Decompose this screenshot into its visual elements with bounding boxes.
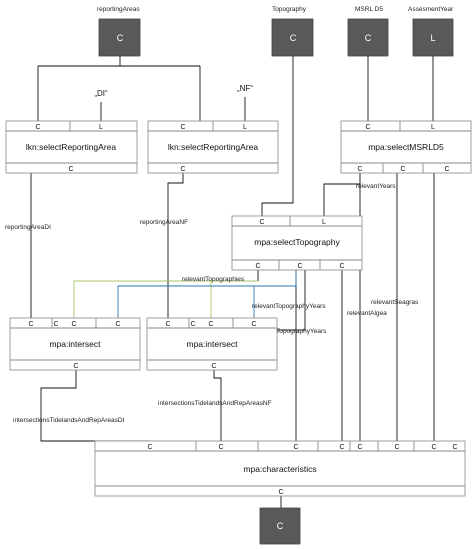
source-msrl-d5-port: C [365, 33, 372, 43]
port-in-c-8[interactable]: C [452, 444, 457, 451]
port-in-c-3[interactable]: C [293, 444, 298, 451]
constant-nf: „NF“ [237, 84, 253, 93]
port-in-c[interactable]: C [35, 124, 40, 131]
source-topography[interactable]: Topography C [271, 6, 314, 57]
node-intersect-nf[interactable]: C C C C mpa:intersect C [146, 317, 278, 371]
port-in-c-5[interactable]: C [357, 444, 362, 451]
node-title: mpa:selectTopography [254, 237, 340, 247]
port-in-c-6[interactable]: C [394, 444, 399, 451]
relevant-topographies-line [73, 280, 258, 318]
edge-label-relevant-topography-years: relevantTopographyYears [252, 303, 326, 310]
port-in-c-1[interactable]: C [165, 321, 170, 328]
port-in-c[interactable]: C [365, 124, 370, 131]
port-out-c[interactable]: C [211, 363, 216, 370]
source-assesment-year-label: AssesmentYear [408, 6, 454, 13]
edge-label-relevant-years: relevantYears [356, 183, 396, 190]
edge-label-existing-topography-years: existingTopographyYears [254, 328, 327, 335]
edge-label-intersections-nf: intersectionsTidelandsAndRepAreasNF [158, 400, 272, 407]
port-in-l[interactable]: L [99, 124, 103, 131]
edge-label-reporting-area-nf: reportingAreaNF [140, 219, 188, 226]
node-title: mpa:selectMSRLD5 [368, 142, 444, 152]
node-select-reporting-area-di[interactable]: C L lkn:selectReportingArea C [5, 120, 138, 174]
port-out-c[interactable]: C [278, 489, 283, 496]
node-title: mpa:characteristics [243, 464, 316, 474]
node-intersect-di[interactable]: C C C C mpa:intersect C [9, 317, 141, 371]
edge-label-reporting-area-di: reportingAreaDI [5, 224, 51, 231]
edge-label-intersections-di: intersectionsTidelandsAndRepAreasDI [13, 417, 125, 424]
source-msrl-d5-label: MSRL D5 [355, 6, 383, 13]
port-in-c[interactable]: C [180, 124, 185, 131]
node-select-reporting-area-nf[interactable]: C L lkn:selectReportingArea C [147, 120, 279, 174]
edge-label-relevant-algea: relevantAlgea [347, 310, 387, 317]
source-reporting-areas-port: C [117, 33, 124, 43]
port-in-c-3[interactable]: C [115, 321, 120, 328]
port-in-c-1[interactable]: C [147, 444, 152, 451]
port-in-c-1[interactable]: C [28, 321, 33, 328]
port-out-c-3[interactable]: C [444, 166, 449, 173]
port-in-c-7[interactable]: C [431, 444, 436, 451]
node-characteristics[interactable]: C C C C C C C C mpa:characteristics C [94, 440, 466, 497]
constant-di: „DI“ [94, 89, 108, 98]
port-in-c-4[interactable]: C [190, 321, 195, 328]
port-in-c-4[interactable]: C [53, 321, 58, 328]
port-in-c-2[interactable]: C [208, 321, 213, 328]
source-topography-label: Topography [272, 6, 307, 13]
sink-node[interactable]: C [259, 507, 301, 545]
port-in-l[interactable]: L [243, 124, 247, 131]
port-out-c[interactable]: C [68, 166, 73, 173]
port-out-c-3[interactable]: C [339, 263, 344, 270]
node-select-topography[interactable]: C L mpa:selectTopography C C C [231, 215, 363, 271]
source-topography-port: C [290, 33, 297, 43]
edge-labels: reportingAreaDI reportingAreaNF relevant… [5, 183, 419, 424]
port-out-c-2[interactable]: C [400, 166, 405, 173]
node-title: lkn:selectReportingArea [26, 142, 117, 152]
port-in-c-2[interactable]: C [218, 444, 223, 451]
relevant-topography-years-line [117, 270, 297, 318]
port-out-c[interactable]: C [180, 166, 185, 173]
node-title: lkn:selectReportingArea [168, 142, 259, 152]
sink-port: C [277, 521, 284, 531]
port-out-c-1[interactable]: C [357, 166, 362, 173]
node-title: mpa:intersect [49, 339, 101, 349]
source-msrl-d5[interactable]: MSRL D5 C [347, 6, 389, 57]
edge-label-relevant-topographies: relevantTopographies [182, 276, 245, 283]
node-select-msrl-d5[interactable]: C L mpa:selectMSRLD5 C C C [340, 120, 472, 174]
port-out-c-1[interactable]: C [255, 263, 260, 270]
source-reporting-areas-label: reportingAreas [97, 6, 140, 13]
edge-label-relevant-seagras: relevantSeagras [371, 299, 419, 306]
port-in-l[interactable]: L [431, 124, 435, 131]
source-assesment-year-port: L [430, 33, 435, 43]
port-in-c[interactable]: C [259, 219, 264, 226]
port-out-c[interactable]: C [73, 363, 78, 370]
source-reporting-areas[interactable]: reportingAreas C [97, 6, 141, 57]
port-in-c-2[interactable]: C [71, 321, 76, 328]
source-assesment-year[interactable]: AssesmentYear L [408, 6, 454, 57]
port-in-c-3[interactable]: C [251, 321, 256, 328]
port-in-c-4[interactable]: C [339, 444, 344, 451]
port-out-c-2[interactable]: C [297, 263, 302, 270]
node-title: mpa:intersect [186, 339, 238, 349]
port-in-l[interactable]: L [322, 219, 326, 226]
